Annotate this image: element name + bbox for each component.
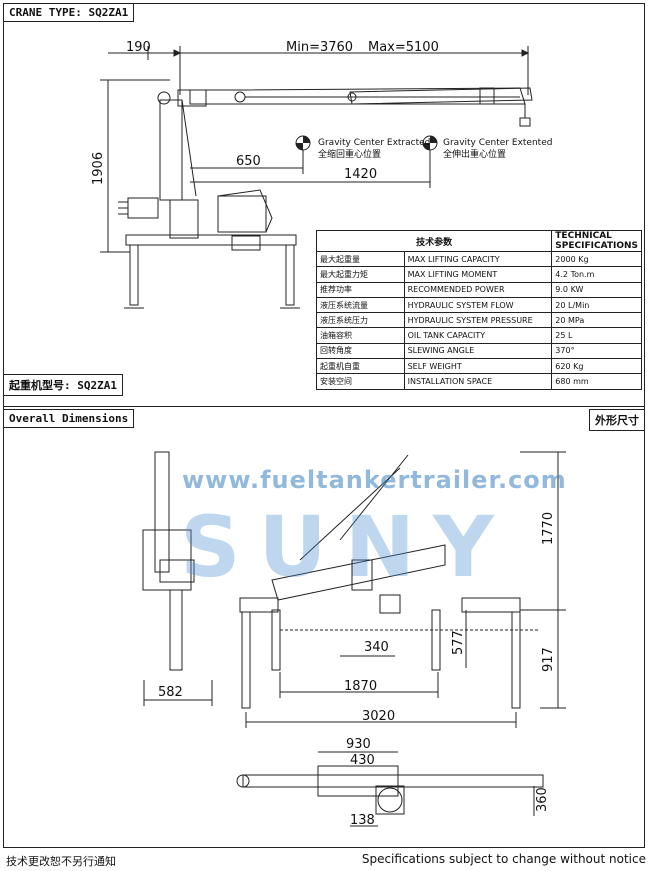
dim-1906: 1906: [91, 152, 106, 185]
spec-cell-en: HYDRAULIC SYSTEM PRESSURE: [403, 312, 553, 329]
crane-type-label: CRANE TYPE: SQ2ZA1: [3, 3, 135, 22]
spec-cell-en: OIL TANK CAPACITY: [403, 327, 553, 344]
spec-cell-cn: 液压系统压力: [316, 312, 405, 329]
dim-1770: 1770: [541, 512, 556, 545]
spec-cell-val: 370°: [551, 342, 642, 360]
spec-cell-en: SLEWING ANGLE: [403, 342, 553, 360]
spec-cell-en: MAX LIFTING MOMENT: [403, 266, 553, 283]
footer-note-en: Specifications subject to change without…: [361, 852, 646, 866]
spec-header-en: TECHNICAL SPECIFICATIONS: [551, 230, 642, 252]
spec-cell-en: MAX LIFTING CAPACITY: [403, 250, 553, 268]
dim-max: Max=5100: [368, 40, 439, 55]
spec-cell-val: 20 MPa: [551, 312, 642, 329]
spec-cell-val: 25 L: [551, 327, 642, 344]
spec-cell-cn: 安装空间: [316, 373, 405, 390]
watermark-url: www.fueltankertrailer.com: [182, 466, 567, 494]
footer-note-cn: 技术更改恕不另行通知: [6, 855, 116, 868]
section-divider: [3, 406, 645, 407]
spec-cell-en: SELF WEIGHT: [403, 358, 553, 375]
dim-917: 917: [541, 647, 556, 672]
overall-dimensions-title: Overall Dimensions: [3, 409, 135, 428]
dim-577: 577: [451, 630, 466, 655]
gc-extracted-en: Gravity Center Extracted: [318, 138, 430, 148]
watermark-logo: SUNY: [180, 498, 512, 596]
dim-1870: 1870: [344, 679, 377, 694]
spec-cell-cn: 最大起重量: [316, 250, 405, 268]
spec-cell-val: 9.0 KW: [551, 281, 642, 298]
dim-3020: 3020: [362, 709, 395, 724]
spec-cell-val: 20 L/Min: [551, 296, 642, 314]
dim-582: 582: [158, 685, 183, 700]
spec-cell-cn: 回转角度: [316, 342, 405, 360]
spec-cell-cn: 推荐功率: [316, 281, 405, 298]
spec-cell-val: 4.2 Ton.m: [551, 266, 642, 283]
spec-cell-cn: 液压系统流量: [316, 296, 405, 314]
spec-cell-val: 2000 Kg: [551, 250, 642, 268]
gc-extracted-cn: 全缩回重心位置: [318, 148, 381, 160]
gc-extended-en: Gravity Center Extented: [443, 138, 552, 148]
gc-extended-cn: 全伸出重心位置: [443, 148, 506, 160]
spec-cell-en: RECOMMENDED POWER: [403, 281, 553, 298]
spec-cell-cn: 油箱容积: [316, 327, 405, 344]
dim-min: Min=3760: [286, 40, 353, 55]
dim-650: 650: [236, 154, 261, 169]
spec-cell-en: HYDRAULIC SYSTEM FLOW: [403, 296, 553, 314]
dim-138: 138: [350, 813, 375, 828]
spec-cell-val: 680 mm: [551, 373, 642, 390]
spec-cell-cn: 起重机自重: [316, 358, 405, 375]
spec-cell-val: 620 Kg: [551, 358, 642, 375]
dim-340: 340: [364, 640, 389, 655]
dim-430: 430: [350, 753, 375, 768]
dim-190: 190: [126, 40, 151, 55]
model-label: 起重机型号: SQ2ZA1: [3, 374, 123, 396]
dim-930: 930: [346, 737, 371, 752]
dim-1420: 1420: [344, 167, 377, 182]
spec-header-cn: 技术参数: [315, 230, 553, 252]
dim-360: 360: [535, 787, 550, 812]
spec-cell-en: INSTALLATION SPACE: [403, 373, 553, 390]
overall-dimensions-title-cn: 外形尺寸: [589, 409, 645, 431]
spec-cell-cn: 最大起重力矩: [316, 266, 405, 283]
